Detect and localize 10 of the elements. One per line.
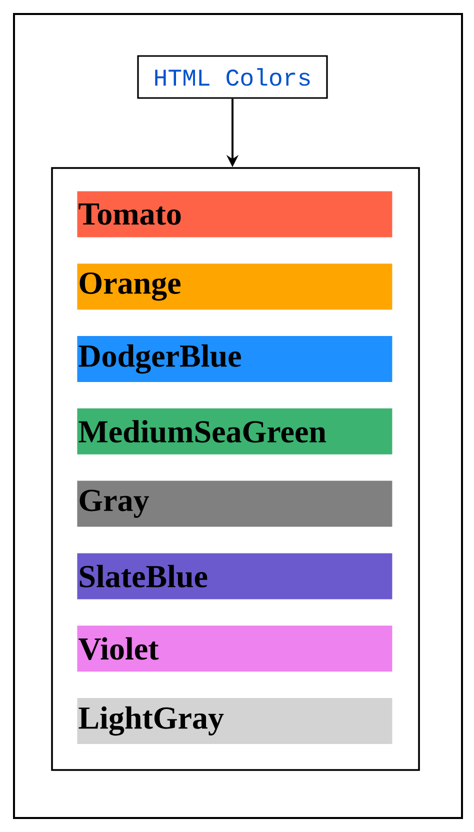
title-box: HTML Colors — [137, 55, 328, 99]
color-bar: Orange — [77, 264, 392, 310]
color-bar: Gray — [77, 480, 392, 527]
container-box — [51, 167, 420, 771]
color-bar: MediumSeaGreen — [77, 408, 392, 454]
color-bar: Violet — [77, 626, 392, 672]
color-bar: SlateBlue — [77, 553, 392, 600]
color-bar: LightGray — [77, 698, 392, 744]
color-bar: DodgerBlue — [77, 336, 392, 382]
color-bar: Tomato — [77, 191, 392, 238]
